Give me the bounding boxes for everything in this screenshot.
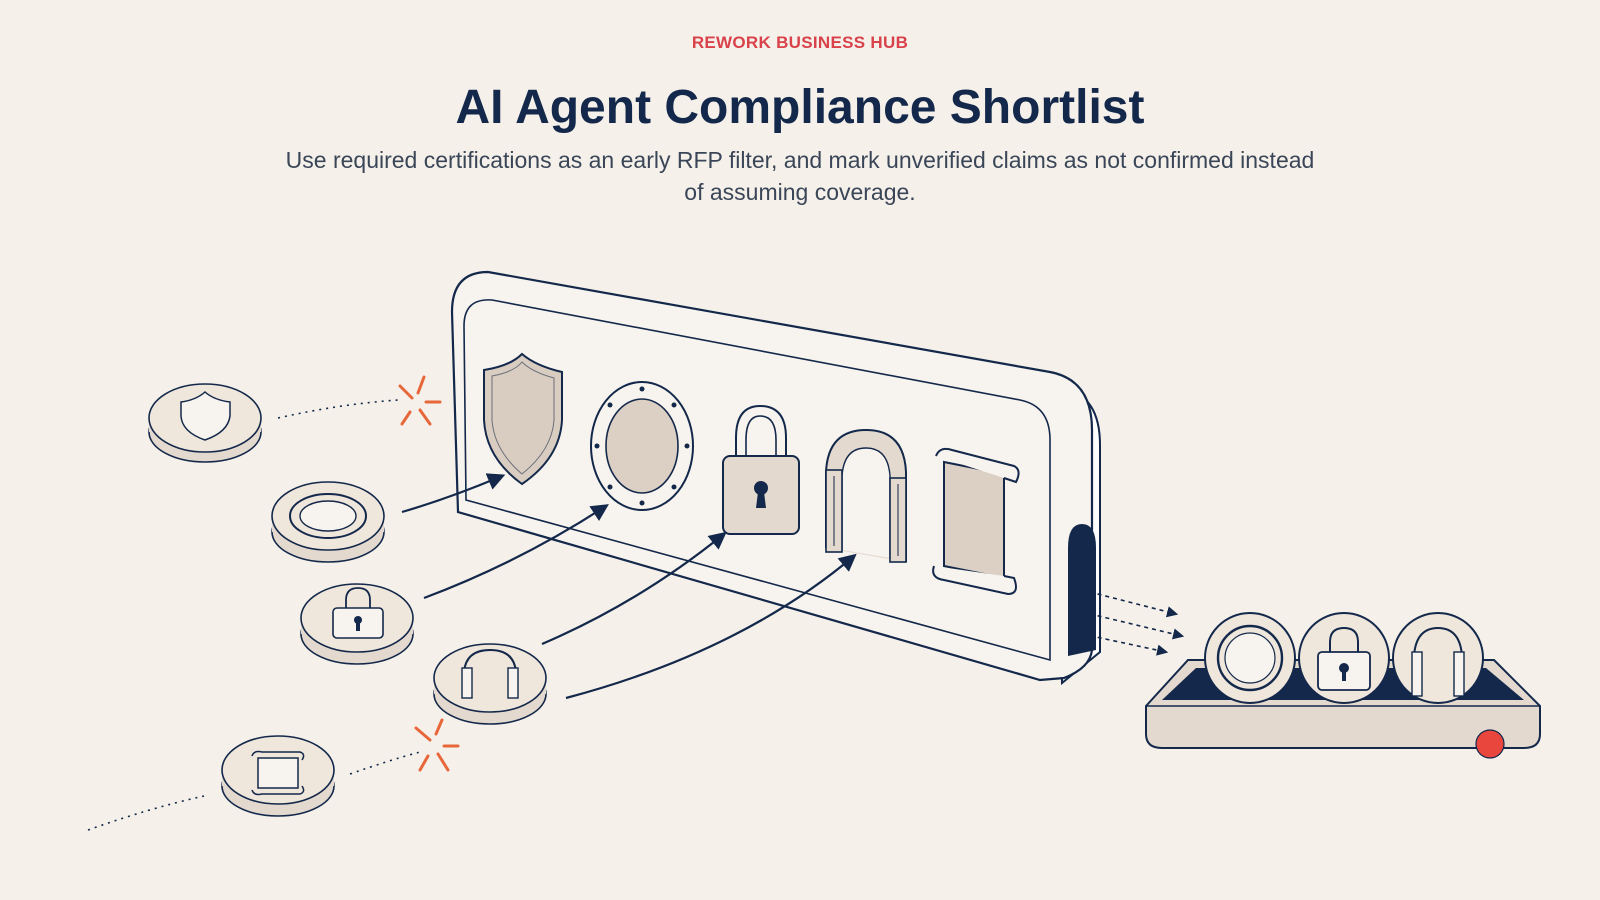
reject-burst-upper: [398, 375, 442, 426]
padlock-icon: [332, 587, 384, 639]
rejected-paths: [87, 399, 421, 831]
panel-porthole-ring-icon: [590, 381, 694, 511]
token-padlock-accepted: [300, 583, 414, 665]
tray-padlock-token: [1298, 612, 1390, 704]
arch-pillars-icon: [461, 648, 519, 699]
shield-icon: [180, 390, 231, 441]
page-subtitle: Use required certifications as an early …: [285, 147, 1315, 205]
panel-arch-pillars-icon: [825, 428, 907, 563]
tray-arch-token: [1392, 612, 1484, 704]
panel-scroll-document-icon: [932, 447, 1020, 596]
approved-tray: [1145, 612, 1541, 759]
scroll-document-icon: [251, 750, 305, 796]
page-title: AI Agent Compliance Shortlist: [455, 81, 1145, 134]
porthole-ring-icon: [1216, 624, 1284, 692]
panel-padlock-icon: [722, 404, 800, 535]
token-porthole-accepted: [271, 481, 385, 563]
token-shield-rejected: [148, 383, 262, 463]
padlock-icon: [1317, 626, 1371, 691]
token-scroll-rejected: [221, 735, 335, 817]
porthole-ring-icon: [289, 493, 367, 539]
status-indicator-light: [1475, 729, 1505, 759]
tray-porthole-token: [1204, 612, 1296, 704]
eyebrow-label: REWORK BUSINESS HUB: [691, 33, 909, 52]
accepted-paths: [401, 473, 857, 700]
token-arch-accepted: [433, 643, 547, 725]
panel-shield-icon: [483, 352, 563, 486]
output-paths: [1081, 589, 1185, 656]
reject-burst-lower: [414, 718, 460, 772]
arch-pillars-icon: [1411, 626, 1465, 697]
